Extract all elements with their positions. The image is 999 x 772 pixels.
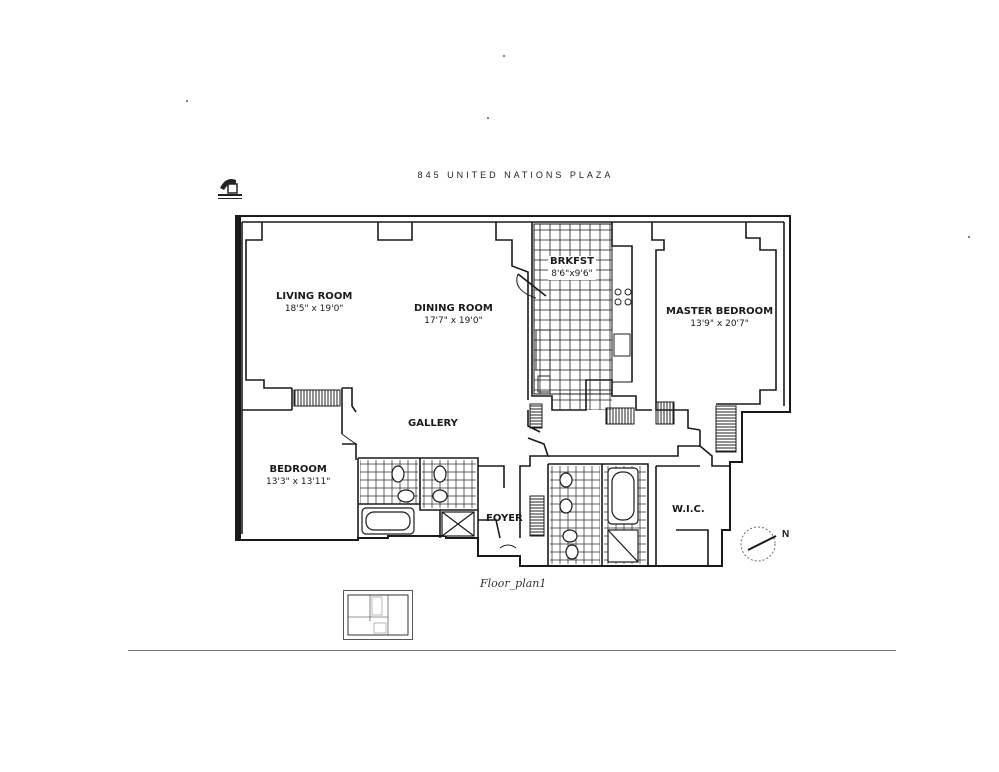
plan-title: 845 UNITED NATIONS PLAZA — [417, 170, 614, 180]
room-name: BEDROOM — [269, 464, 327, 475]
room-gallery: GALLERY — [408, 418, 458, 430]
room-bedroom: BEDROOM 13'3" x 13'11" — [266, 464, 330, 488]
scan-speck — [186, 100, 188, 102]
scan-speck — [503, 55, 505, 57]
room-dims: 17'7" x 19'0" — [424, 316, 483, 326]
room-foyer: FOYER — [486, 513, 523, 525]
room-name: W.I.C. — [672, 504, 705, 515]
room-dims: 18'5" x 19'0" — [284, 304, 344, 314]
building-logo-icon — [218, 179, 242, 199]
room-breakfast: BRKFST 8'6"x9'6" — [548, 256, 596, 280]
room-master-bedroom: MASTER BEDROOM 13'9" x 20'7" — [666, 306, 773, 330]
bottom-rule — [128, 650, 896, 651]
room-wic: W.I.C. — [672, 504, 705, 516]
room-dims: 13'3" x 13'11" — [266, 477, 331, 487]
room-name: DINING ROOM — [414, 303, 493, 314]
room-name: GALLERY — [408, 418, 458, 429]
room-dining: DINING ROOM 17'7" x 19'0" — [414, 303, 493, 327]
room-name: BRKFST — [550, 256, 594, 267]
compass-north-label: N — [782, 529, 790, 540]
room-name: MASTER BEDROOM — [666, 306, 774, 317]
plan-caption: Floor_plan1 — [480, 577, 547, 590]
scan-speck — [487, 117, 489, 119]
north-arrow-icon — [740, 526, 777, 562]
room-dims: 8'6"x9'6" — [551, 269, 593, 279]
room-dims: 13'9" x 20'7" — [690, 319, 749, 329]
floor-plan-thumbnail[interactable] — [343, 590, 413, 640]
room-name: LIVING ROOM — [276, 291, 353, 302]
room-living: LIVING ROOM 18'5" x 19'0" — [276, 291, 352, 315]
room-name: FOYER — [486, 513, 523, 524]
scan-speck — [968, 236, 970, 238]
